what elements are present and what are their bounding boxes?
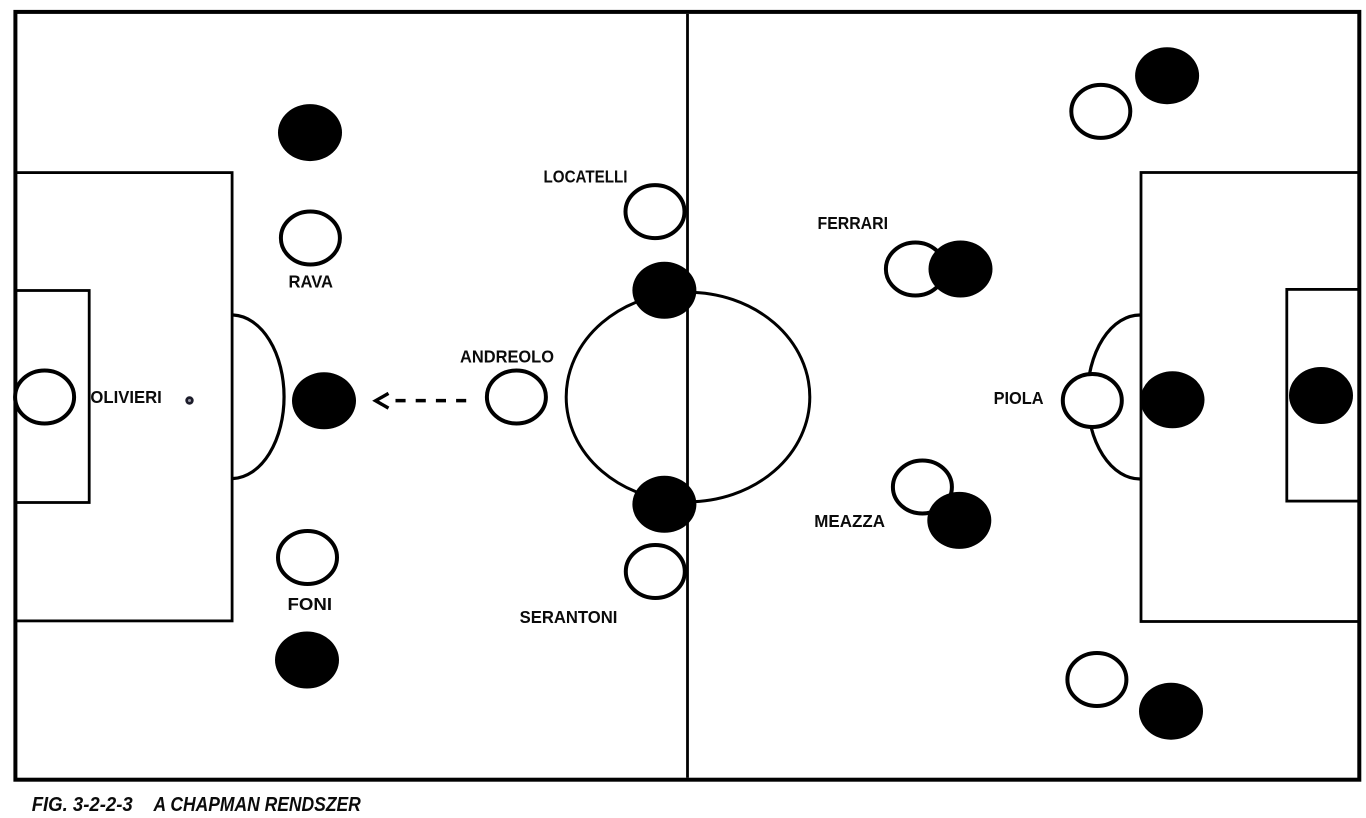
svg-text:FERRARI: FERRARI — [818, 213, 889, 233]
svg-text:ANDREOLO: ANDREOLO — [460, 346, 554, 366]
svg-text:FIG. 3-2-2-3: FIG. 3-2-2-3 — [32, 794, 133, 816]
svg-text:SERANTONI: SERANTONI — [520, 607, 618, 627]
svg-text:LOCATELLI: LOCATELLI — [544, 166, 628, 186]
svg-text:FONI: FONI — [288, 594, 333, 614]
svg-text:OLIVIERI: OLIVIERI — [90, 387, 161, 407]
svg-text:PIOLA: PIOLA — [994, 388, 1044, 408]
svg-text:A CHAPMAN RENDSZER: A CHAPMAN RENDSZER — [153, 794, 362, 816]
svg-text:RAVA: RAVA — [289, 272, 334, 292]
svg-text:MEAZZA: MEAZZA — [814, 511, 885, 531]
